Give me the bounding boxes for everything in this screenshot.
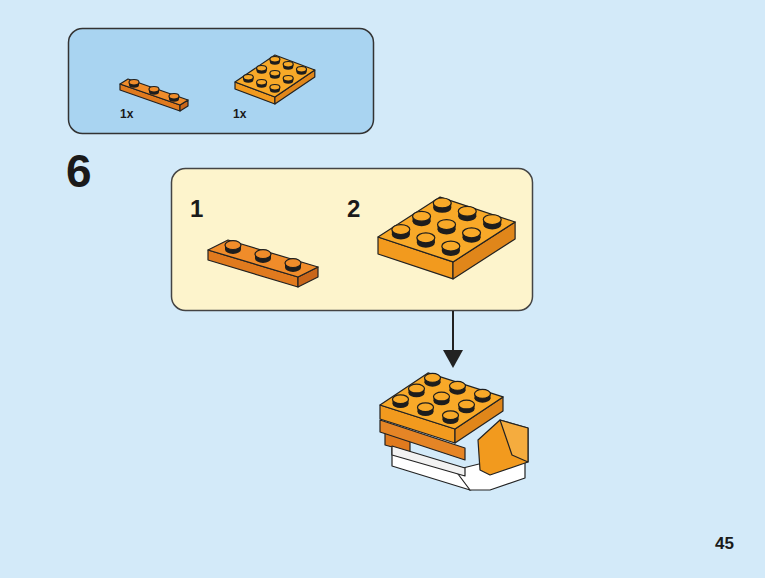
brick-shape: [283, 76, 293, 82]
lego-plate: [378, 197, 515, 279]
substep-number: 1: [190, 197, 203, 221]
brick-shape: [393, 395, 409, 404]
brick-shape: [120, 79, 188, 105]
step-arrow: [443, 311, 463, 368]
brick-shape: [380, 373, 503, 429]
quantity-label: 1x: [120, 108, 133, 120]
lego-plate: [208, 240, 318, 287]
brick-shape: [243, 75, 253, 81]
brick-shape: [120, 84, 180, 111]
brick-shape: [257, 80, 267, 86]
brick-shape: [285, 259, 301, 268]
brick-shape: [149, 87, 159, 93]
parts-list-panel: 1x 1x: [68, 28, 374, 134]
substep-panel: 12: [171, 168, 533, 311]
brick-shape: [392, 225, 410, 235]
brick-shape: [450, 381, 466, 390]
brick-shape: [459, 400, 475, 409]
brick-shape: [475, 389, 491, 398]
brick-shape: [443, 411, 459, 420]
brick-shape: [235, 55, 315, 97]
brick-shape: [409, 384, 425, 393]
lego-plate: [120, 79, 188, 111]
brick-shape: [225, 241, 241, 250]
brick-shape: [478, 420, 528, 475]
brick-shape: [442, 241, 460, 251]
brick-shape: [425, 373, 441, 382]
brick-drawings: [120, 55, 528, 490]
substep-panel: [172, 169, 533, 311]
brick-shape: [378, 197, 515, 262]
brick-shape: [458, 206, 476, 216]
brick-shape: [500, 420, 528, 462]
brick-shape: [438, 220, 456, 230]
brick-shape: [255, 250, 271, 259]
brick-shape: [208, 240, 318, 277]
brick-shape: [257, 66, 267, 72]
brick-shape: [270, 71, 280, 77]
lego-plate: [380, 373, 503, 443]
brick-shape: [434, 392, 450, 401]
brick-shape: [417, 233, 435, 243]
brick-shape: [483, 215, 501, 225]
page-number: 45: [715, 535, 734, 552]
lego-plate: [235, 55, 315, 104]
substep-number: 2: [347, 197, 360, 221]
brick-shape: [129, 80, 139, 86]
brick-shape: [283, 62, 293, 68]
parts-panel: [69, 29, 374, 134]
brick-shape: [418, 403, 434, 412]
brick-shape: [270, 85, 280, 91]
step-number: 6: [66, 148, 92, 194]
brick-shape: [169, 94, 179, 100]
brick-shape: [297, 67, 307, 73]
brick-shape: [413, 211, 431, 221]
brick-shape: [270, 57, 280, 63]
brick-shape: [463, 228, 481, 238]
brick-shape: [433, 198, 451, 208]
quantity-label: 1x: [233, 108, 246, 120]
